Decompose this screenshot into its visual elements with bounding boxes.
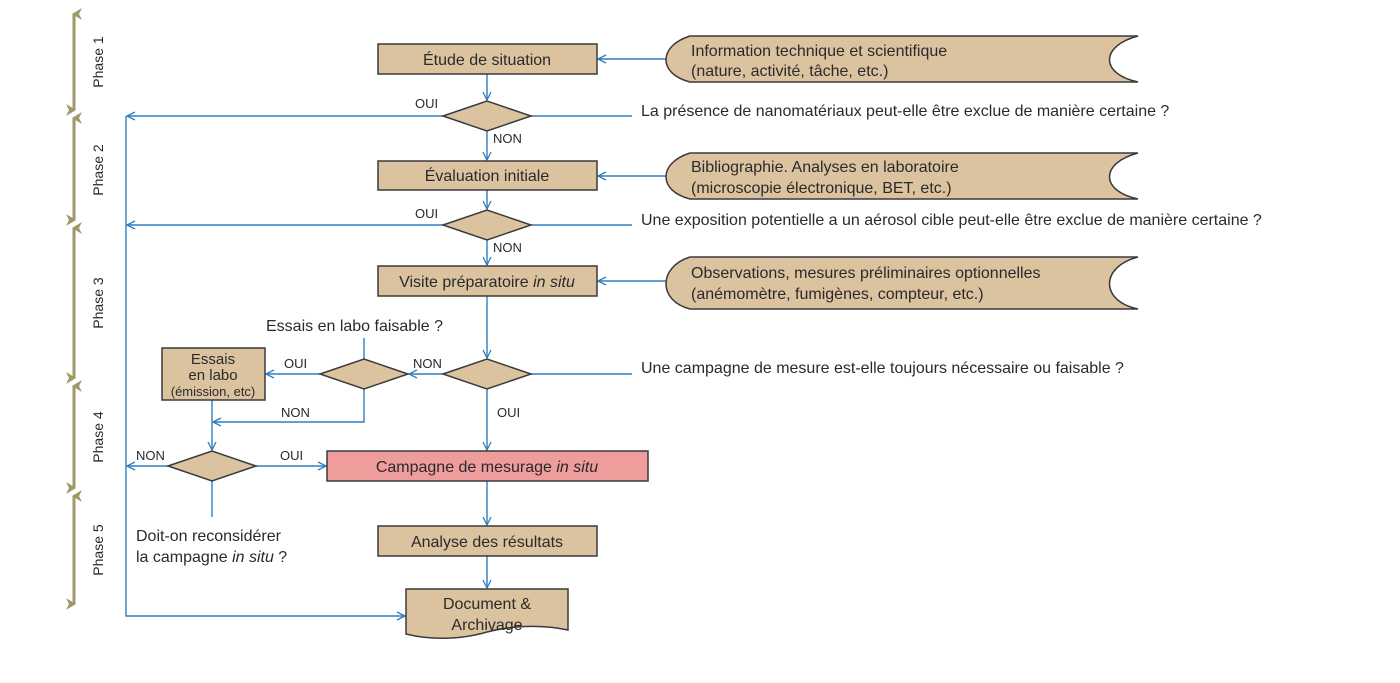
oui-label: OUI [280, 448, 303, 463]
phase-2-label: Phase 2 [90, 144, 106, 196]
oui-label: OUI [415, 206, 438, 221]
question-5: la campagne in situ ? [136, 549, 287, 566]
step-label: (émission, etc) [171, 384, 256, 399]
phase-3-label: Phase 3 [90, 277, 106, 329]
phase-4-label: Phase 4 [90, 411, 106, 463]
input-line: (microscopie électronique, BET, etc.) [691, 180, 952, 197]
branch-labels: OUI NON OUI NON NON OUI OUI NON NON OUI [136, 96, 522, 463]
step-label: Document & [443, 596, 531, 613]
questions: La présence de nanomatériaux peut-elle ê… [136, 103, 1262, 566]
question-3: Une campagne de mesure est-elle toujours… [641, 360, 1124, 377]
non-label: NON [413, 356, 442, 371]
decision-5 [165, 450, 259, 482]
input-1: Information technique et scientifique (n… [665, 35, 1139, 83]
step-label: Analyse des résultats [411, 534, 563, 551]
decision-diamonds [165, 100, 534, 482]
input-3: Observations, mesures préliminaires opti… [665, 256, 1139, 310]
decision-3 [440, 358, 534, 390]
step-label: Évaluation initiale [425, 166, 550, 185]
step-essais-en-labo: Essais en labo (émission, etc) [161, 347, 266, 401]
step-label: Visite préparatoire in situ [399, 274, 575, 291]
input-line: (nature, activité, tâche, etc.) [691, 63, 888, 80]
connectors [125, 59, 668, 616]
step-label: Campagne de mesurage in situ [376, 459, 598, 476]
decision-1 [440, 100, 534, 132]
input-line: Observations, mesures préliminaires opti… [691, 265, 1041, 282]
step-label: Archivage [451, 617, 522, 634]
non-label: NON [136, 448, 165, 463]
oui-label: OUI [497, 405, 520, 420]
step-etude-de-situation: Étude de situation [377, 43, 598, 75]
step-visite-preparatoire: Visite préparatoire in situ [377, 265, 598, 297]
question-2: Une exposition potentielle a un aérosol … [641, 212, 1262, 229]
step-campagne-de-mesurage: Campagne de mesurage in situ [326, 450, 649, 482]
oui-label: OUI [284, 356, 307, 371]
step-label: Essais [191, 351, 235, 368]
phase-5-label: Phase 5 [90, 524, 106, 576]
question-5: Doit-on reconsidérer [136, 528, 282, 545]
step-label: Étude de situation [423, 50, 551, 69]
phase-1-label: Phase 1 [90, 36, 106, 88]
step-analyse-des-resultats: Analyse des résultats [377, 525, 598, 557]
question-4: Essais en labo faisable ? [266, 318, 443, 335]
oui-label: OUI [415, 96, 438, 111]
step-label: en labo [188, 367, 237, 384]
phase-axis: Phase 1 Phase 2 Phase 3 Phase 4 Phase 5 [66, 7, 106, 610]
input-line: Bibliographie. Analyses en laboratoire [691, 159, 959, 176]
input-line: Information technique et scientifique [691, 43, 947, 60]
non-label: NON [493, 240, 522, 255]
input-2: Bibliographie. Analyses en laboratoire (… [665, 152, 1139, 200]
question-1: La présence de nanomatériaux peut-elle ê… [641, 103, 1169, 120]
non-label: NON [281, 405, 310, 420]
step-evaluation-initiale: Évaluation initiale [377, 160, 598, 191]
decision-4 [317, 358, 411, 390]
input-line: (anémomètre, fumigènes, compteur, etc.) [691, 286, 984, 303]
non-label: NON [493, 131, 522, 146]
decision-2 [440, 209, 534, 241]
step-document-archivage: Document & Archivage [405, 588, 569, 639]
